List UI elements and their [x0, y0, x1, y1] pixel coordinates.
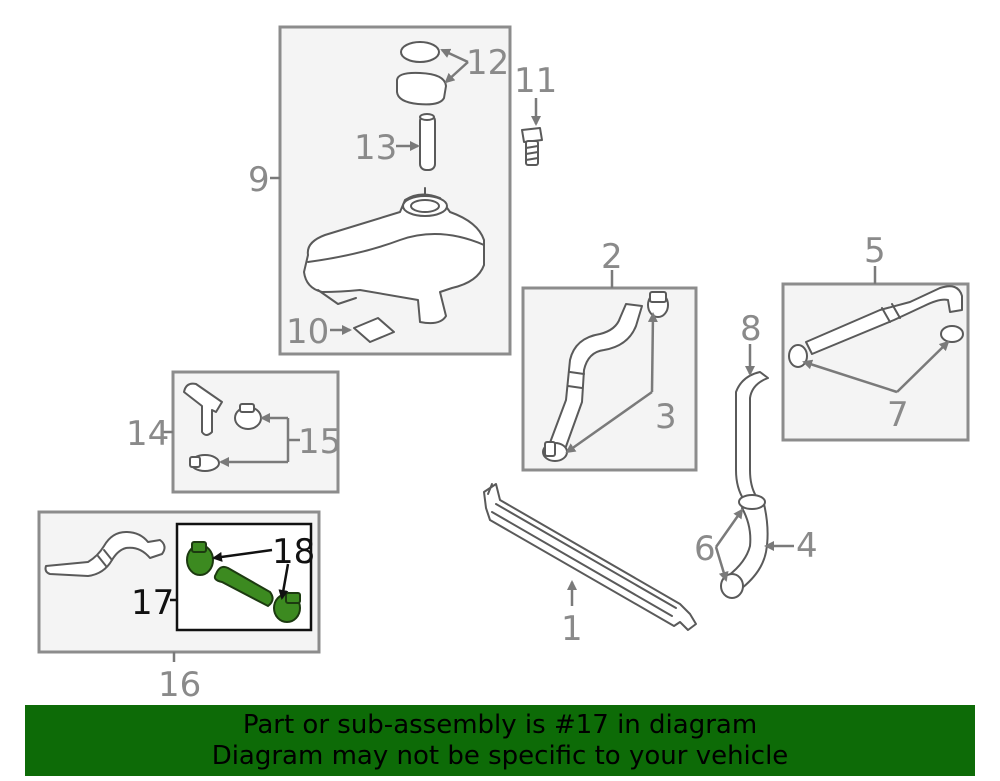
upper-hose[interactable]	[547, 303, 643, 453]
hose-clamp-left[interactable]	[788, 344, 808, 368]
radiator-group: 1	[483, 483, 697, 649]
callout-10: 10	[286, 312, 329, 352]
banner-line-1: Part or sub-assembly is #17 in diagram	[242, 710, 758, 740]
callout-8: 8	[740, 309, 762, 349]
reservoir-box	[278, 25, 512, 356]
callout-18: 18	[272, 532, 315, 572]
callout-16: 16	[158, 665, 201, 705]
callout-1: 1	[561, 609, 583, 649]
radiator-core[interactable]	[483, 483, 697, 631]
info-banner: Part or sub-assembly is #17 in diagram D…	[25, 705, 975, 776]
callout-14: 14	[126, 414, 169, 454]
banner-line-2: Diagram may not be specific to your vehi…	[211, 741, 789, 771]
bolt[interactable]	[521, 127, 543, 166]
coolant-reservoir-tank[interactable]	[303, 193, 485, 325]
hose-4-group: 6 4	[694, 494, 818, 599]
callout-17: 17	[131, 583, 174, 623]
t-fitting[interactable]	[183, 382, 223, 436]
callout-5: 5	[864, 231, 886, 271]
mounting-pad[interactable]	[353, 317, 395, 343]
coolant-pipe-group: 8	[735, 309, 769, 501]
hose-clamp-upper[interactable]	[647, 291, 669, 318]
callout-6: 6	[694, 529, 716, 569]
hose-clamp-lower[interactable]	[542, 441, 568, 462]
callout-9: 9	[248, 160, 270, 200]
callout-15: 15	[298, 422, 341, 462]
callout-2: 2	[601, 237, 623, 277]
hose-clamp-right[interactable]	[940, 325, 964, 343]
callout-7: 7	[887, 395, 909, 435]
coolant-pipe[interactable]	[735, 371, 769, 501]
hose-kit-group: 16 18 17	[37, 510, 321, 705]
callout-12: 12	[466, 43, 509, 83]
callout-13: 13	[354, 128, 397, 168]
callout-3: 3	[655, 397, 677, 437]
reservoir-cap[interactable]	[396, 71, 447, 106]
fitting-group: 14 15	[126, 370, 341, 494]
hose-clamp-top[interactable]	[738, 494, 766, 510]
callout-4: 4	[796, 526, 818, 566]
filler-tube[interactable]	[419, 114, 436, 171]
hose-2-group: 2 3	[521, 237, 698, 472]
hose-5-group: 5 7	[781, 231, 970, 442]
green-clamp-lower[interactable]	[273, 592, 301, 623]
hose-5-box	[781, 282, 970, 442]
green-hose[interactable]	[213, 565, 274, 608]
radiator-hose[interactable]	[805, 285, 963, 355]
bypass-hose[interactable]	[44, 531, 166, 577]
clamp-small-lower[interactable]	[189, 454, 220, 472]
callout-11: 11	[514, 61, 557, 101]
reservoir-group: 12 11 13 9 10	[248, 25, 557, 356]
cap-gasket[interactable]	[400, 41, 440, 63]
